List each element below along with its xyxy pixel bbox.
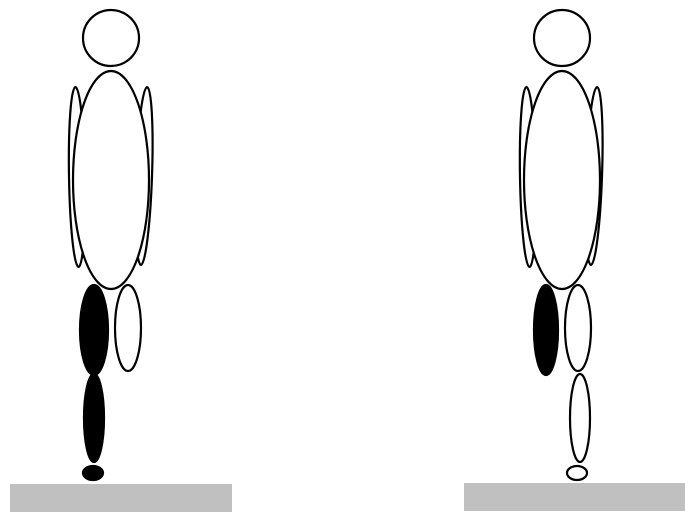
head-segment [534,10,590,66]
head-segment [83,10,139,66]
thigh-front-segment [80,285,108,375]
ground-platform [464,483,685,511]
trunk-segment [73,71,149,289]
shank-front-segment [84,374,104,462]
ground-platform [10,484,232,512]
figure-left [10,10,232,512]
foot-front-segment [83,466,103,480]
foot-rear-segment [567,466,587,480]
trunk-segment [524,71,600,289]
thigh-front-segment [534,285,558,375]
figure-right [464,10,685,511]
thigh-rear-segment [115,285,141,371]
shank-rear-segment [570,374,590,462]
thigh-rear-segment [565,285,591,371]
